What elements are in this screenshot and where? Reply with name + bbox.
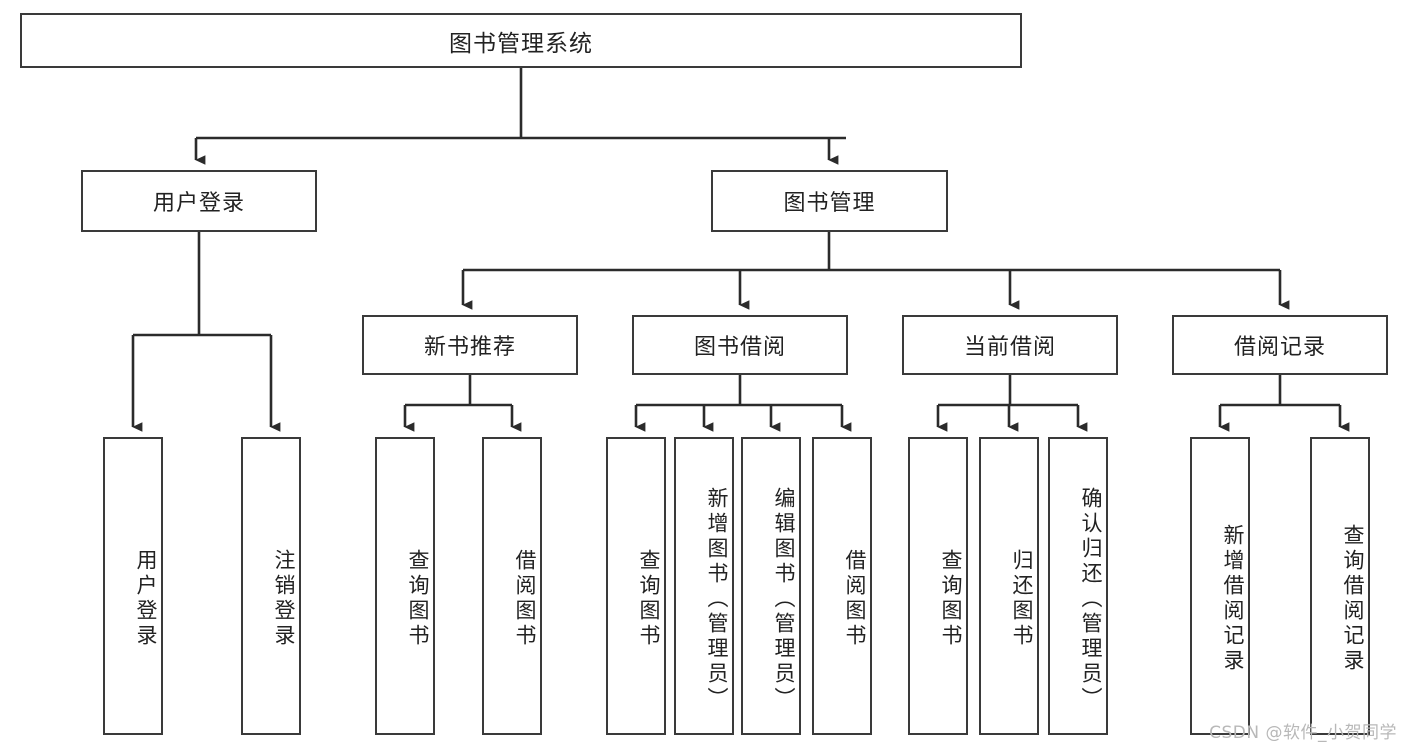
leaf-user-logout[interactable]: 注销登录 [241, 437, 301, 735]
leaf-user-login[interactable]: 用户登录 [103, 437, 163, 735]
leaf-borrow-book-1[interactable]: 借阅图书 [482, 437, 542, 735]
node-user-login[interactable]: 用户登录 [81, 170, 317, 232]
node-root[interactable]: 图书管理系统 [20, 13, 1022, 68]
leaf-edit-book[interactable]: 编辑图书（管理员） [741, 437, 801, 735]
node-current-borrow[interactable]: 当前借阅 [902, 315, 1118, 375]
leaf-borrow-book-2[interactable]: 借阅图书 [812, 437, 872, 735]
leaf-query-book-3[interactable]: 查询图书 [908, 437, 968, 735]
leaf-query-book-1[interactable]: 查询图书 [375, 437, 435, 735]
node-book-borrow[interactable]: 图书借阅 [632, 315, 848, 375]
leaf-add-record[interactable]: 新增借阅记录 [1190, 437, 1250, 735]
node-borrow-record[interactable]: 借阅记录 [1172, 315, 1388, 375]
leaf-query-book-2[interactable]: 查询图书 [606, 437, 666, 735]
leaf-return-book[interactable]: 归还图书 [979, 437, 1039, 735]
leaf-query-record[interactable]: 查询借阅记录 [1310, 437, 1370, 735]
leaf-add-book[interactable]: 新增图书（管理员） [674, 437, 734, 735]
node-book-manage[interactable]: 图书管理 [711, 170, 948, 232]
node-new-book-recommend[interactable]: 新书推荐 [362, 315, 578, 375]
leaf-confirm-return[interactable]: 确认归还（管理员） [1048, 437, 1108, 735]
